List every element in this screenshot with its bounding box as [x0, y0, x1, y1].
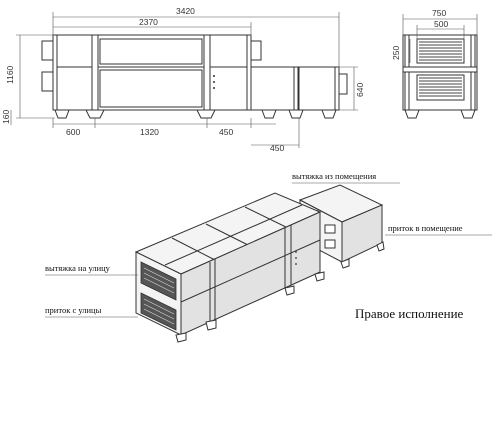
front-view: 3420 2370 1160 160 640 600 1320 450 450	[1, 6, 365, 153]
dim-width-outer: 750	[432, 8, 446, 18]
dim-seg-right: 450	[219, 127, 233, 137]
label-exhaust-from-room: вытяжка из помещения	[292, 171, 376, 181]
left-nozzle-top	[41, 40, 54, 61]
label-supply-to-room: приток в помещение	[388, 223, 463, 233]
iso-view	[45, 182, 492, 343]
left-nozzle-bottom	[41, 71, 54, 92]
side-view: 750 500 250	[391, 8, 478, 119]
dim-height-total: 1160	[5, 65, 15, 84]
dim-seg-first: 600	[66, 127, 80, 137]
extension-block-1	[250, 66, 300, 111]
dim-height-small: 250	[391, 46, 401, 60]
label-exhaust-to-street: вытяжка на улицу	[45, 263, 111, 273]
dim-width-inner: 500	[434, 19, 448, 29]
dim-main-length: 2370	[139, 17, 158, 27]
dim-total-length: 3420	[176, 6, 195, 16]
dim-seg-middle: 1320	[140, 127, 159, 137]
dim-small-height: 640	[355, 83, 365, 97]
caption-right-version: Правое исполнение	[355, 306, 464, 321]
dim-leg-height: 160	[1, 110, 11, 124]
label-supply-from-street: приток с улицы	[45, 305, 102, 315]
dim-seg-last: 450	[270, 143, 284, 153]
extension-block-2	[298, 66, 340, 111]
iso-grill-top	[140, 261, 177, 301]
